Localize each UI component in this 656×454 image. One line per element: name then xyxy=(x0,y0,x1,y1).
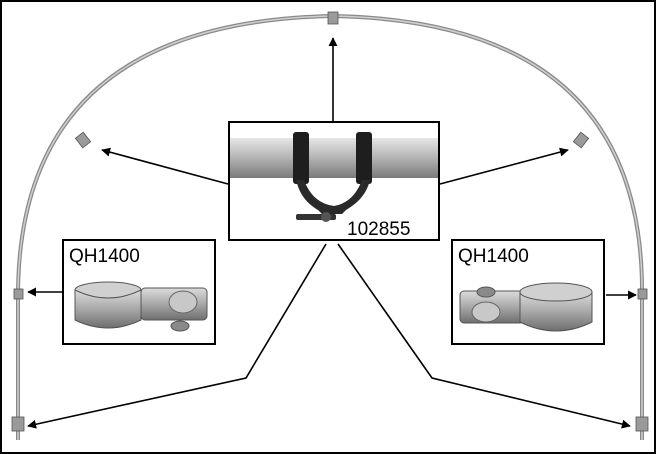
center-clamp-box: 102855 xyxy=(228,121,440,241)
mid-right-fitting xyxy=(637,288,648,300)
bottom-left-fitting xyxy=(11,416,25,432)
right-strap xyxy=(356,132,372,184)
mid-left-fitting xyxy=(13,288,24,300)
upper-left-fitting xyxy=(74,131,92,149)
center-clamp-nut xyxy=(321,212,331,222)
arrows xyxy=(27,37,637,429)
arrow-lower-right xyxy=(337,243,631,429)
arrow-upper-right xyxy=(439,147,569,185)
left-strap xyxy=(293,132,309,184)
arrow-upper-left xyxy=(101,147,229,185)
arch-fittings xyxy=(11,11,649,432)
right-clamp-box: QH1400 xyxy=(451,239,605,345)
right-clamp-ring-top xyxy=(519,282,593,302)
left-clamp-ring xyxy=(74,289,142,329)
center-clamp-body xyxy=(296,180,370,214)
right-clamp-nut xyxy=(476,286,496,298)
left-clamp-label: QH1400 xyxy=(69,246,140,267)
left-clamp-box: QH1400 xyxy=(62,239,216,345)
right-clamp-bolt-head xyxy=(471,301,501,323)
left-clamp-bolt-head xyxy=(168,290,198,314)
center-clamp-label: 102855 xyxy=(347,219,410,240)
left-clamp-nut xyxy=(170,320,190,332)
right-clamp-label: QH1400 xyxy=(458,246,529,267)
upper-right-fitting xyxy=(572,131,590,149)
top-fitting xyxy=(327,11,339,25)
center-pipe xyxy=(230,138,438,178)
bottom-right-fitting xyxy=(635,416,649,432)
arrow-lower-left xyxy=(27,243,327,429)
